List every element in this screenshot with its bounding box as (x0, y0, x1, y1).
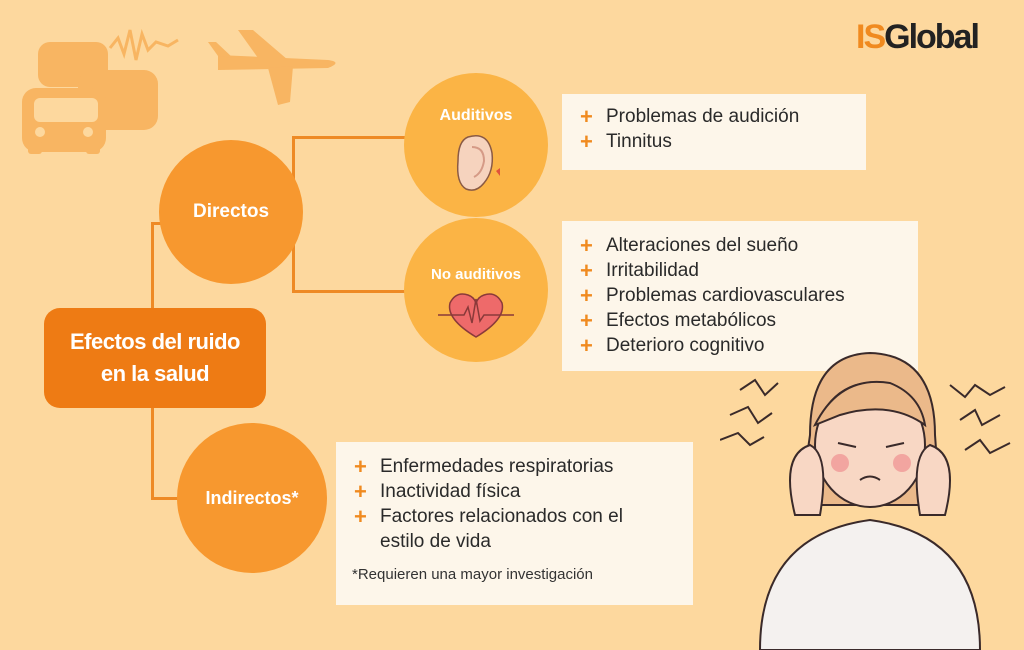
footnote: *Requieren una mayor investigación (352, 566, 593, 583)
list-item: +Efectos metabólicos (580, 308, 777, 333)
isglobal-logo: ISGlobal (856, 18, 980, 56)
list-item: estilo de vida (380, 531, 491, 552)
directos-node: Directos (159, 140, 303, 284)
connector (292, 136, 412, 139)
plus-icon: + (580, 333, 593, 358)
indirectos-label: Indirectos* (205, 487, 299, 508)
list-item: +Enfermedades respiratorias (354, 454, 614, 479)
indirectos-node: Indirectos* (177, 423, 327, 573)
list-item: +Irritabilidad (580, 258, 699, 283)
connector (151, 408, 154, 498)
main-topic-box: Efectos del ruido en la salud (44, 308, 266, 408)
no-auditivos-effects-box: +Alteraciones del sueño +Irritabilidad +… (562, 221, 918, 371)
connector (151, 497, 181, 500)
list-item: +Problemas cardiovasculares (580, 283, 845, 308)
main-topic-line2: en la salud (100, 361, 210, 386)
plus-icon: + (354, 504, 367, 529)
list-item: +Inactividad física (354, 479, 521, 504)
list-item: +Factores relacionados con el (354, 504, 623, 529)
list-item: +Problemas de audición (580, 104, 800, 129)
plus-icon: + (580, 104, 593, 129)
list-item: +Alteraciones del sueño (580, 233, 799, 258)
list-item: +Tinnitus (580, 129, 672, 154)
no-auditivos-node: No auditivos (404, 218, 548, 362)
connector (151, 222, 154, 308)
plus-icon: + (580, 129, 593, 154)
woman-covering-ears-illustration (720, 351, 1011, 650)
auditivos-effects-box: +Problemas de audición +Tinnitus (562, 94, 866, 170)
auditivos-label: Auditivos (439, 107, 513, 124)
directos-label: Directos (192, 201, 270, 222)
plus-icon: + (580, 308, 593, 333)
list-item: +Deterioro cognitivo (580, 333, 765, 358)
auditivos-node: Auditivos (404, 73, 548, 217)
indirectos-effects-box: +Enfermedades respiratorias +Inactividad… (336, 442, 693, 605)
main-topic-line1: Efectos del ruido (70, 329, 240, 354)
heart-pulse-icon (438, 293, 514, 338)
plus-icon: + (580, 233, 593, 258)
ear-icon (456, 135, 500, 191)
plus-icon: + (580, 258, 593, 283)
plus-icon: + (354, 454, 367, 479)
plus-icon: + (354, 479, 367, 504)
plus-icon: + (580, 283, 593, 308)
no-auditivos-label: No auditivos (430, 266, 521, 283)
traffic-noise-icon (22, 28, 336, 154)
connector (292, 290, 412, 293)
